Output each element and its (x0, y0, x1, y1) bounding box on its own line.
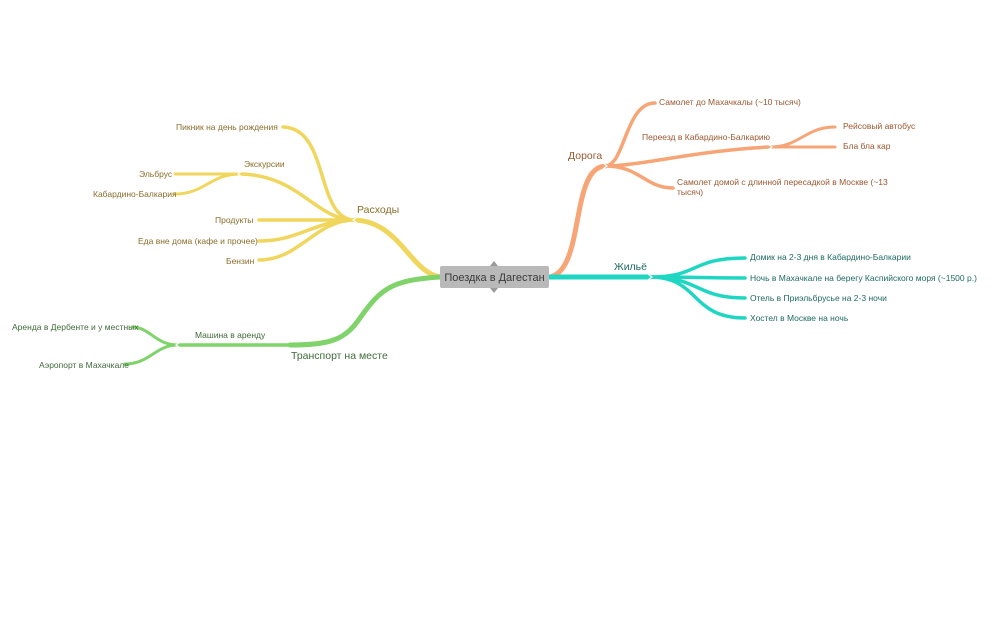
node-hotel[interactable]: Отель в Приэльбрусье на 2-3 ночи (750, 293, 887, 303)
node-kabardino[interactable]: Кабардино-Балкария (93, 189, 177, 199)
edge-carrent-derbent (130, 325, 180, 347)
node-eating-out[interactable]: Еда вне дома (кафе и прочее) (138, 236, 258, 246)
node-airport[interactable]: Аэропорт в Махачкале (39, 360, 129, 370)
node-elbrus[interactable]: Эльбрус (139, 169, 173, 179)
edge-housing-hostel (648, 275, 747, 320)
node-blablacar[interactable]: Бла бла кар (843, 141, 891, 151)
chevron-expenses[interactable] (352, 216, 358, 224)
node-excursions[interactable]: Экскурсии (244, 159, 285, 169)
edge-road-planeto (603, 101, 657, 168)
edge-housing-house (648, 256, 747, 279)
chevron-housing[interactable] (647, 273, 653, 281)
edge-road-transfer (603, 145, 772, 168)
edge-excursions-kabardino (173, 172, 242, 196)
node-expenses[interactable]: Расходы (357, 204, 399, 216)
node-housing[interactable]: Жильё (614, 261, 647, 273)
edge-housing-hotel (648, 275, 747, 300)
root-node-box[interactable] (440, 266, 549, 288)
collapse-down-icon[interactable] (490, 288, 498, 293)
edge-expenses-fuel (257, 218, 357, 262)
edge-root-expenses (352, 217, 443, 280)
node-picnic[interactable]: Пикник на день рождения (176, 122, 278, 132)
edge-transfer-bus (768, 125, 837, 149)
branch-road: Дорога Самолет до Махачкалы (~10 тысяч) … (547, 97, 916, 280)
edge-road-planehome (603, 164, 675, 190)
chevron-transfer[interactable] (767, 143, 773, 151)
edge-carrent-airport (123, 343, 180, 366)
chevron-carrent[interactable] (175, 341, 181, 349)
branch-transport: Транспорт на месте Машина в аренду Аренд… (12, 274, 443, 370)
chevron-road[interactable] (602, 162, 608, 170)
node-road[interactable]: Дорога (568, 150, 602, 162)
node-car-rent[interactable]: Машина в аренду (195, 330, 266, 340)
node-transfer[interactable]: Переезд в Кабардино-Балкарию (642, 132, 771, 142)
collapse-up-icon[interactable] (490, 261, 498, 266)
node-fuel[interactable]: Бензин (226, 256, 255, 266)
edge-root-transport (287, 274, 443, 348)
node-food[interactable]: Продукты (215, 215, 253, 225)
node-plane-home-line2[interactable]: тысяч) (677, 187, 703, 197)
edge-expenses-picnic (281, 125, 357, 222)
node-house[interactable]: Домик на 2-3 дня в Кабардино-Балкарии (750, 252, 911, 262)
node-bus[interactable]: Рейсовый автобус (843, 121, 916, 131)
chevron-excursions[interactable] (237, 170, 243, 178)
node-night-caspian[interactable]: Ночь в Махачкале на берегу Каспийского м… (750, 273, 977, 283)
branch-housing: Жильё Домик на 2-3 дня в Кабардино-Балка… (547, 252, 977, 323)
node-rent-derbent[interactable]: Аренда в Дербенте и у местных (12, 322, 139, 332)
node-plane-to[interactable]: Самолет до Махачкалы (~10 тысяч) (659, 97, 801, 107)
node-transport[interactable]: Транспорт на месте (291, 350, 388, 362)
root-node[interactable]: Поездка в Дагестан (440, 261, 549, 293)
node-hostel[interactable]: Хостел в Москве на ночь (750, 313, 849, 323)
branch-expenses: Расходы Пикник на день рождения Экскурси… (93, 122, 443, 280)
node-plane-home-line1[interactable]: Самолет домой с длинной пересадкой в Мос… (677, 177, 888, 187)
root-title: Поездка в Дагестан (444, 272, 544, 284)
edge-expenses-excursions (238, 172, 357, 222)
edge-root-road (547, 163, 608, 280)
